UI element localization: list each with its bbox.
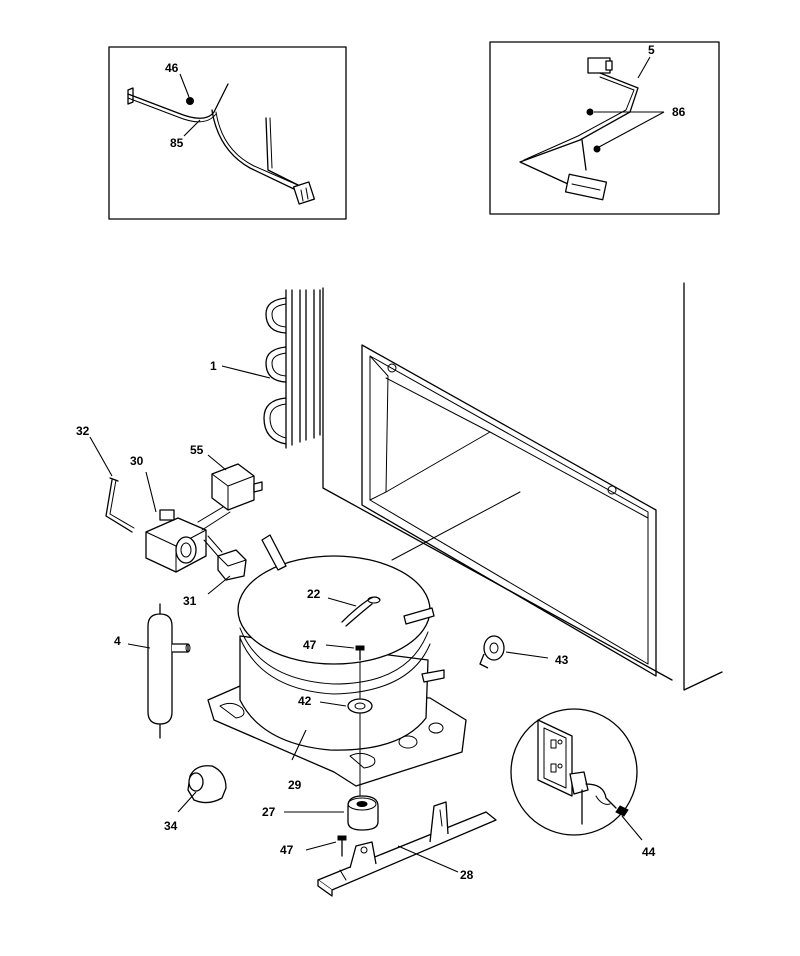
callout-30: 30 — [130, 454, 144, 468]
inset-frame-right — [489, 41, 720, 215]
callout-5: 5 — [648, 43, 655, 57]
callout-86: 86 — [672, 105, 686, 119]
callout-44: 44 — [642, 845, 656, 859]
part-34: 34 — [164, 765, 227, 833]
inset-wire-harness: 46 85 — [108, 46, 347, 220]
inset-cord-harness: 5 86 — [489, 41, 720, 215]
callout-55: 55 — [190, 443, 204, 457]
wire-harness-5 — [519, 57, 639, 201]
condenser-coil-1: 1 — [210, 289, 321, 449]
cabinet — [322, 282, 723, 691]
relay-55: 55 — [190, 443, 263, 511]
wire-clip-32: 32 — [76, 424, 135, 533]
wire-harness-85 — [127, 83, 316, 205]
overload-protector-30: 30 — [130, 454, 231, 573]
grommet-43: 43 — [479, 635, 569, 669]
callout-32: 32 — [76, 424, 90, 438]
drier-4: 4 — [114, 603, 191, 739]
wire-clip-22: 22 — [307, 587, 381, 627]
callout-85: 85 — [170, 136, 184, 150]
callout-34: 34 — [164, 819, 178, 833]
callout-46: 46 — [165, 61, 179, 75]
callout-4: 4 — [114, 634, 121, 648]
callout-47-bottom: 47 — [280, 843, 294, 857]
callout-47-top: 47 — [303, 638, 317, 652]
screw-47-top: 47 — [303, 638, 365, 661]
inset-frame-left — [108, 46, 347, 220]
callout-31: 31 — [183, 594, 197, 608]
callout-42: 42 — [298, 694, 312, 708]
compressor-29: 29 — [207, 534, 467, 792]
detail-circle — [510, 708, 638, 836]
screw-46 — [186, 97, 194, 105]
callout-1: 1 — [210, 359, 217, 373]
callout-27: 27 — [262, 805, 276, 819]
terminal-cover-31: 31 — [183, 535, 247, 608]
grommet-42: 42 — [298, 694, 373, 714]
callout-29: 29 — [288, 778, 302, 792]
callout-43: 43 — [555, 653, 569, 667]
mounting-bracket-28: 28 — [317, 801, 497, 897]
callout-28: 28 — [460, 868, 474, 882]
detail-power-cord-44: 44 — [510, 708, 656, 859]
screws-86 — [586, 108, 665, 153]
callout-22: 22 — [307, 587, 321, 601]
screw-47-bottom: 47 — [280, 835, 347, 857]
mount-27: 27 — [262, 795, 379, 831]
